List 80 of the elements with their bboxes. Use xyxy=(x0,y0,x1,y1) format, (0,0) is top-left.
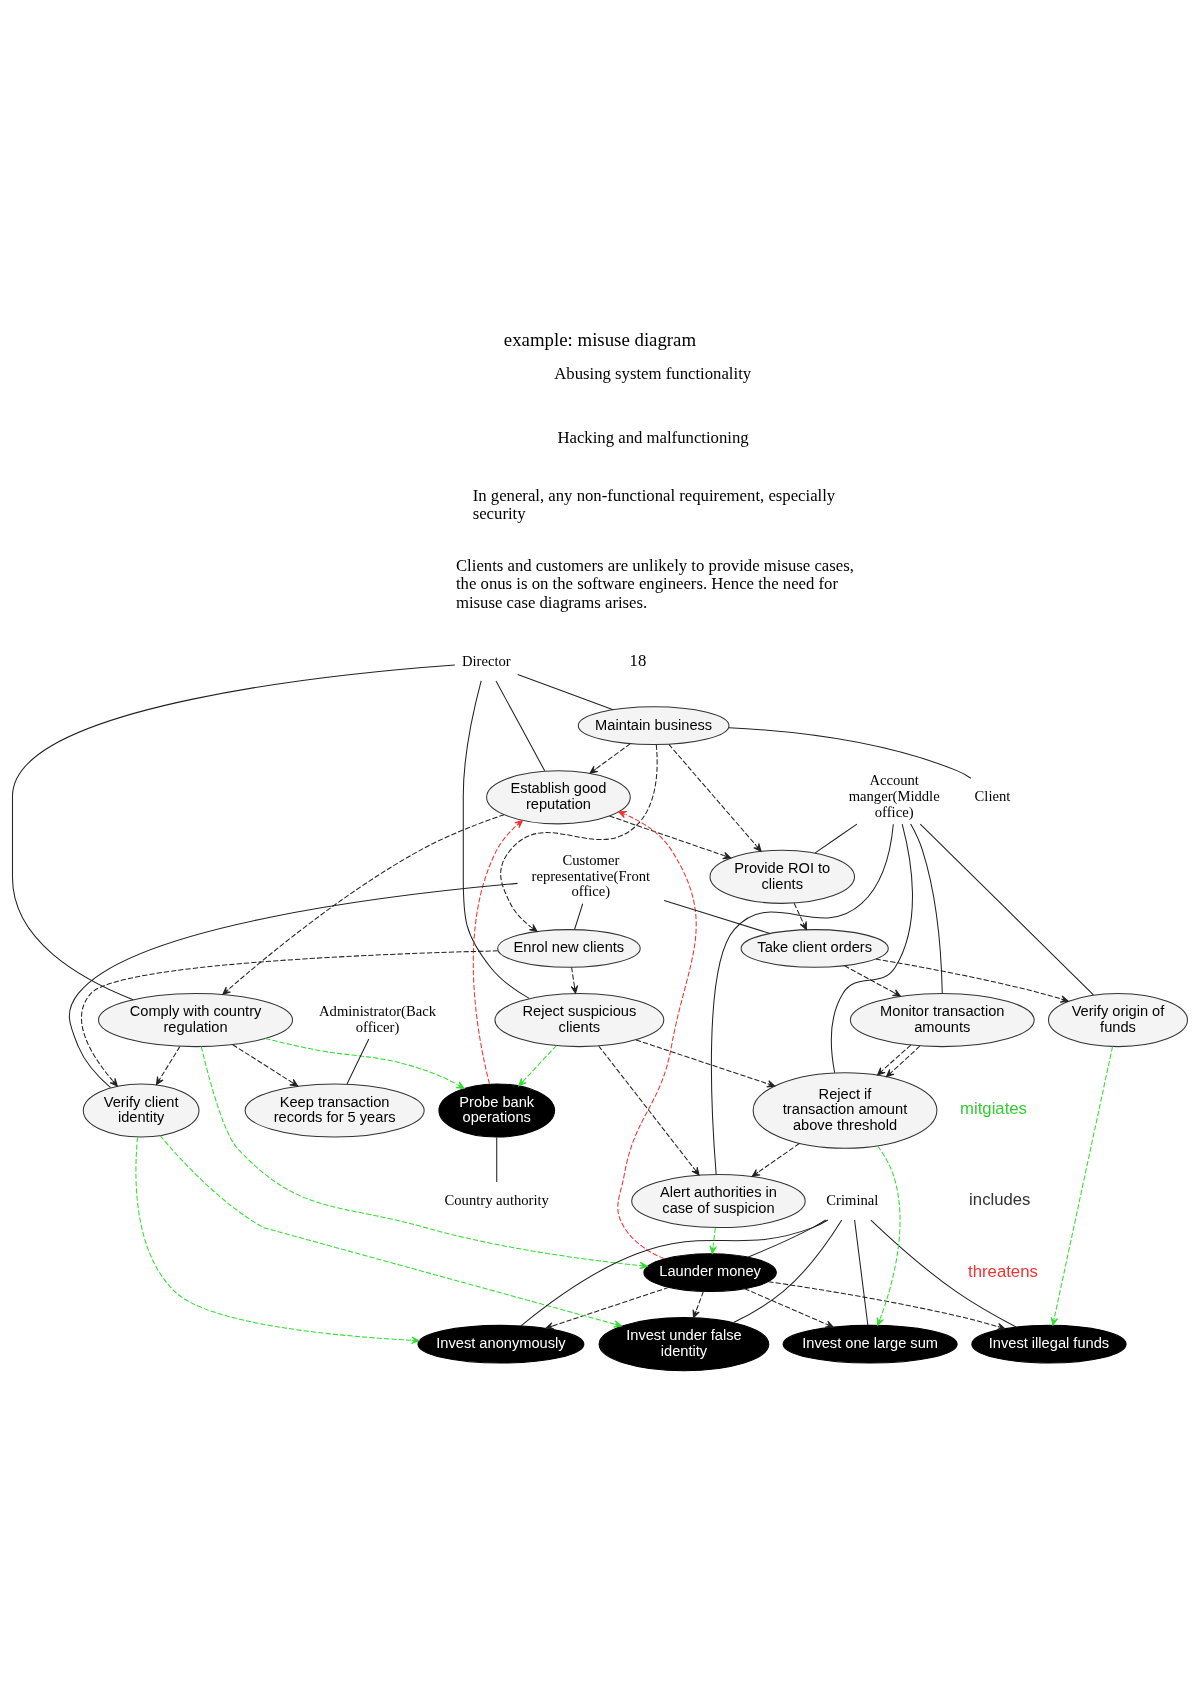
arrow xyxy=(744,1287,834,1328)
arrow xyxy=(589,742,631,774)
arrow xyxy=(617,810,697,1259)
connector xyxy=(574,902,584,930)
connector xyxy=(747,1218,827,1257)
arrow xyxy=(609,814,732,859)
connector xyxy=(517,673,614,710)
node-ellipse: Take client orders xyxy=(740,928,889,968)
node-ellipse: Maintain business xyxy=(577,705,730,745)
connector xyxy=(854,1218,869,1325)
node-text: Director xyxy=(461,652,511,669)
label: In general, any non-functional requirement, especially security xyxy=(472,485,836,523)
connector xyxy=(919,823,1094,995)
node-ellipse: Comply with country regulation xyxy=(98,992,294,1047)
arrow xyxy=(844,964,901,997)
arrow xyxy=(81,949,499,1087)
arrow xyxy=(135,1136,420,1344)
node-ellipse: Reject suspicious clients xyxy=(494,992,665,1047)
connector xyxy=(495,679,546,771)
arrow xyxy=(709,1226,717,1254)
connector xyxy=(733,1219,843,1323)
label: Abusing system functionality xyxy=(554,363,752,383)
connector xyxy=(520,1218,829,1326)
arrow xyxy=(768,1280,1006,1330)
label: Clients and customers are unlikely to provide misuse cases, the onus is on the software engineers. Hence the need for misuse case diagrams arises. xyxy=(455,555,854,612)
connector xyxy=(814,823,858,853)
connector xyxy=(663,899,771,934)
arrow xyxy=(875,958,1069,1003)
connector xyxy=(728,726,972,779)
connector xyxy=(830,823,913,1073)
node-ellipse: Monitor transaction amounts xyxy=(849,992,1035,1047)
arrow xyxy=(264,1037,465,1089)
connector xyxy=(68,882,519,1088)
node-ellipse: Alert authorities in case of suspicion xyxy=(631,1173,806,1228)
node-ellipse: Enrol new clients xyxy=(497,928,641,968)
arrow xyxy=(200,1045,648,1269)
node-ellipse: Reject if transaction amount above threshold xyxy=(752,1071,938,1149)
arrow xyxy=(159,1134,622,1328)
node-ellipse: Verify client identity xyxy=(82,1082,200,1138)
node-text: Customer representative(Front office) xyxy=(531,851,651,899)
node-text: Administrator(Back officer) xyxy=(319,1002,436,1035)
arrow xyxy=(570,966,579,994)
node-ellipse: Invest anonymously xyxy=(417,1324,585,1364)
connector xyxy=(462,679,530,999)
arrow xyxy=(222,813,505,995)
arrow xyxy=(545,1286,670,1330)
label: Hacking and malfunctioning xyxy=(557,427,749,447)
connector xyxy=(496,1136,498,1182)
legend-label: threatens xyxy=(968,1261,1038,1281)
arrow xyxy=(793,902,807,930)
node-text: Criminal xyxy=(826,1191,879,1208)
arrow xyxy=(155,1045,181,1085)
arrow xyxy=(635,1038,776,1087)
arrow xyxy=(472,819,524,1084)
legend-label: includes xyxy=(969,1189,1031,1209)
node-text: Country authority xyxy=(444,1191,549,1208)
arrow xyxy=(598,1044,700,1176)
arrow xyxy=(876,1044,912,1076)
node-ellipse: Keep transaction records for 5 years xyxy=(244,1082,425,1138)
connector xyxy=(870,1219,1017,1327)
arrow xyxy=(876,1145,901,1326)
arrow xyxy=(751,1142,800,1177)
node-ellipse: Launder money xyxy=(643,1252,777,1292)
arrow xyxy=(692,1290,704,1318)
connector xyxy=(11,663,456,1000)
arrow xyxy=(1050,1045,1114,1326)
connector xyxy=(710,823,894,1175)
node-ellipse: Invest one large sum xyxy=(782,1324,958,1364)
node-text: Client xyxy=(974,787,1011,804)
label: 18 xyxy=(629,650,647,670)
arrow xyxy=(885,1045,921,1077)
diagram-title: example: misuse diagram xyxy=(503,328,697,350)
legend-label: mitgiates xyxy=(960,1098,1027,1118)
arrow xyxy=(518,1044,557,1086)
arrow xyxy=(232,1043,299,1087)
arrow xyxy=(668,743,762,852)
connector xyxy=(910,823,943,994)
arrow xyxy=(500,743,658,932)
node-text: Account manger(Middle office) xyxy=(848,771,940,820)
connector xyxy=(346,1037,370,1084)
